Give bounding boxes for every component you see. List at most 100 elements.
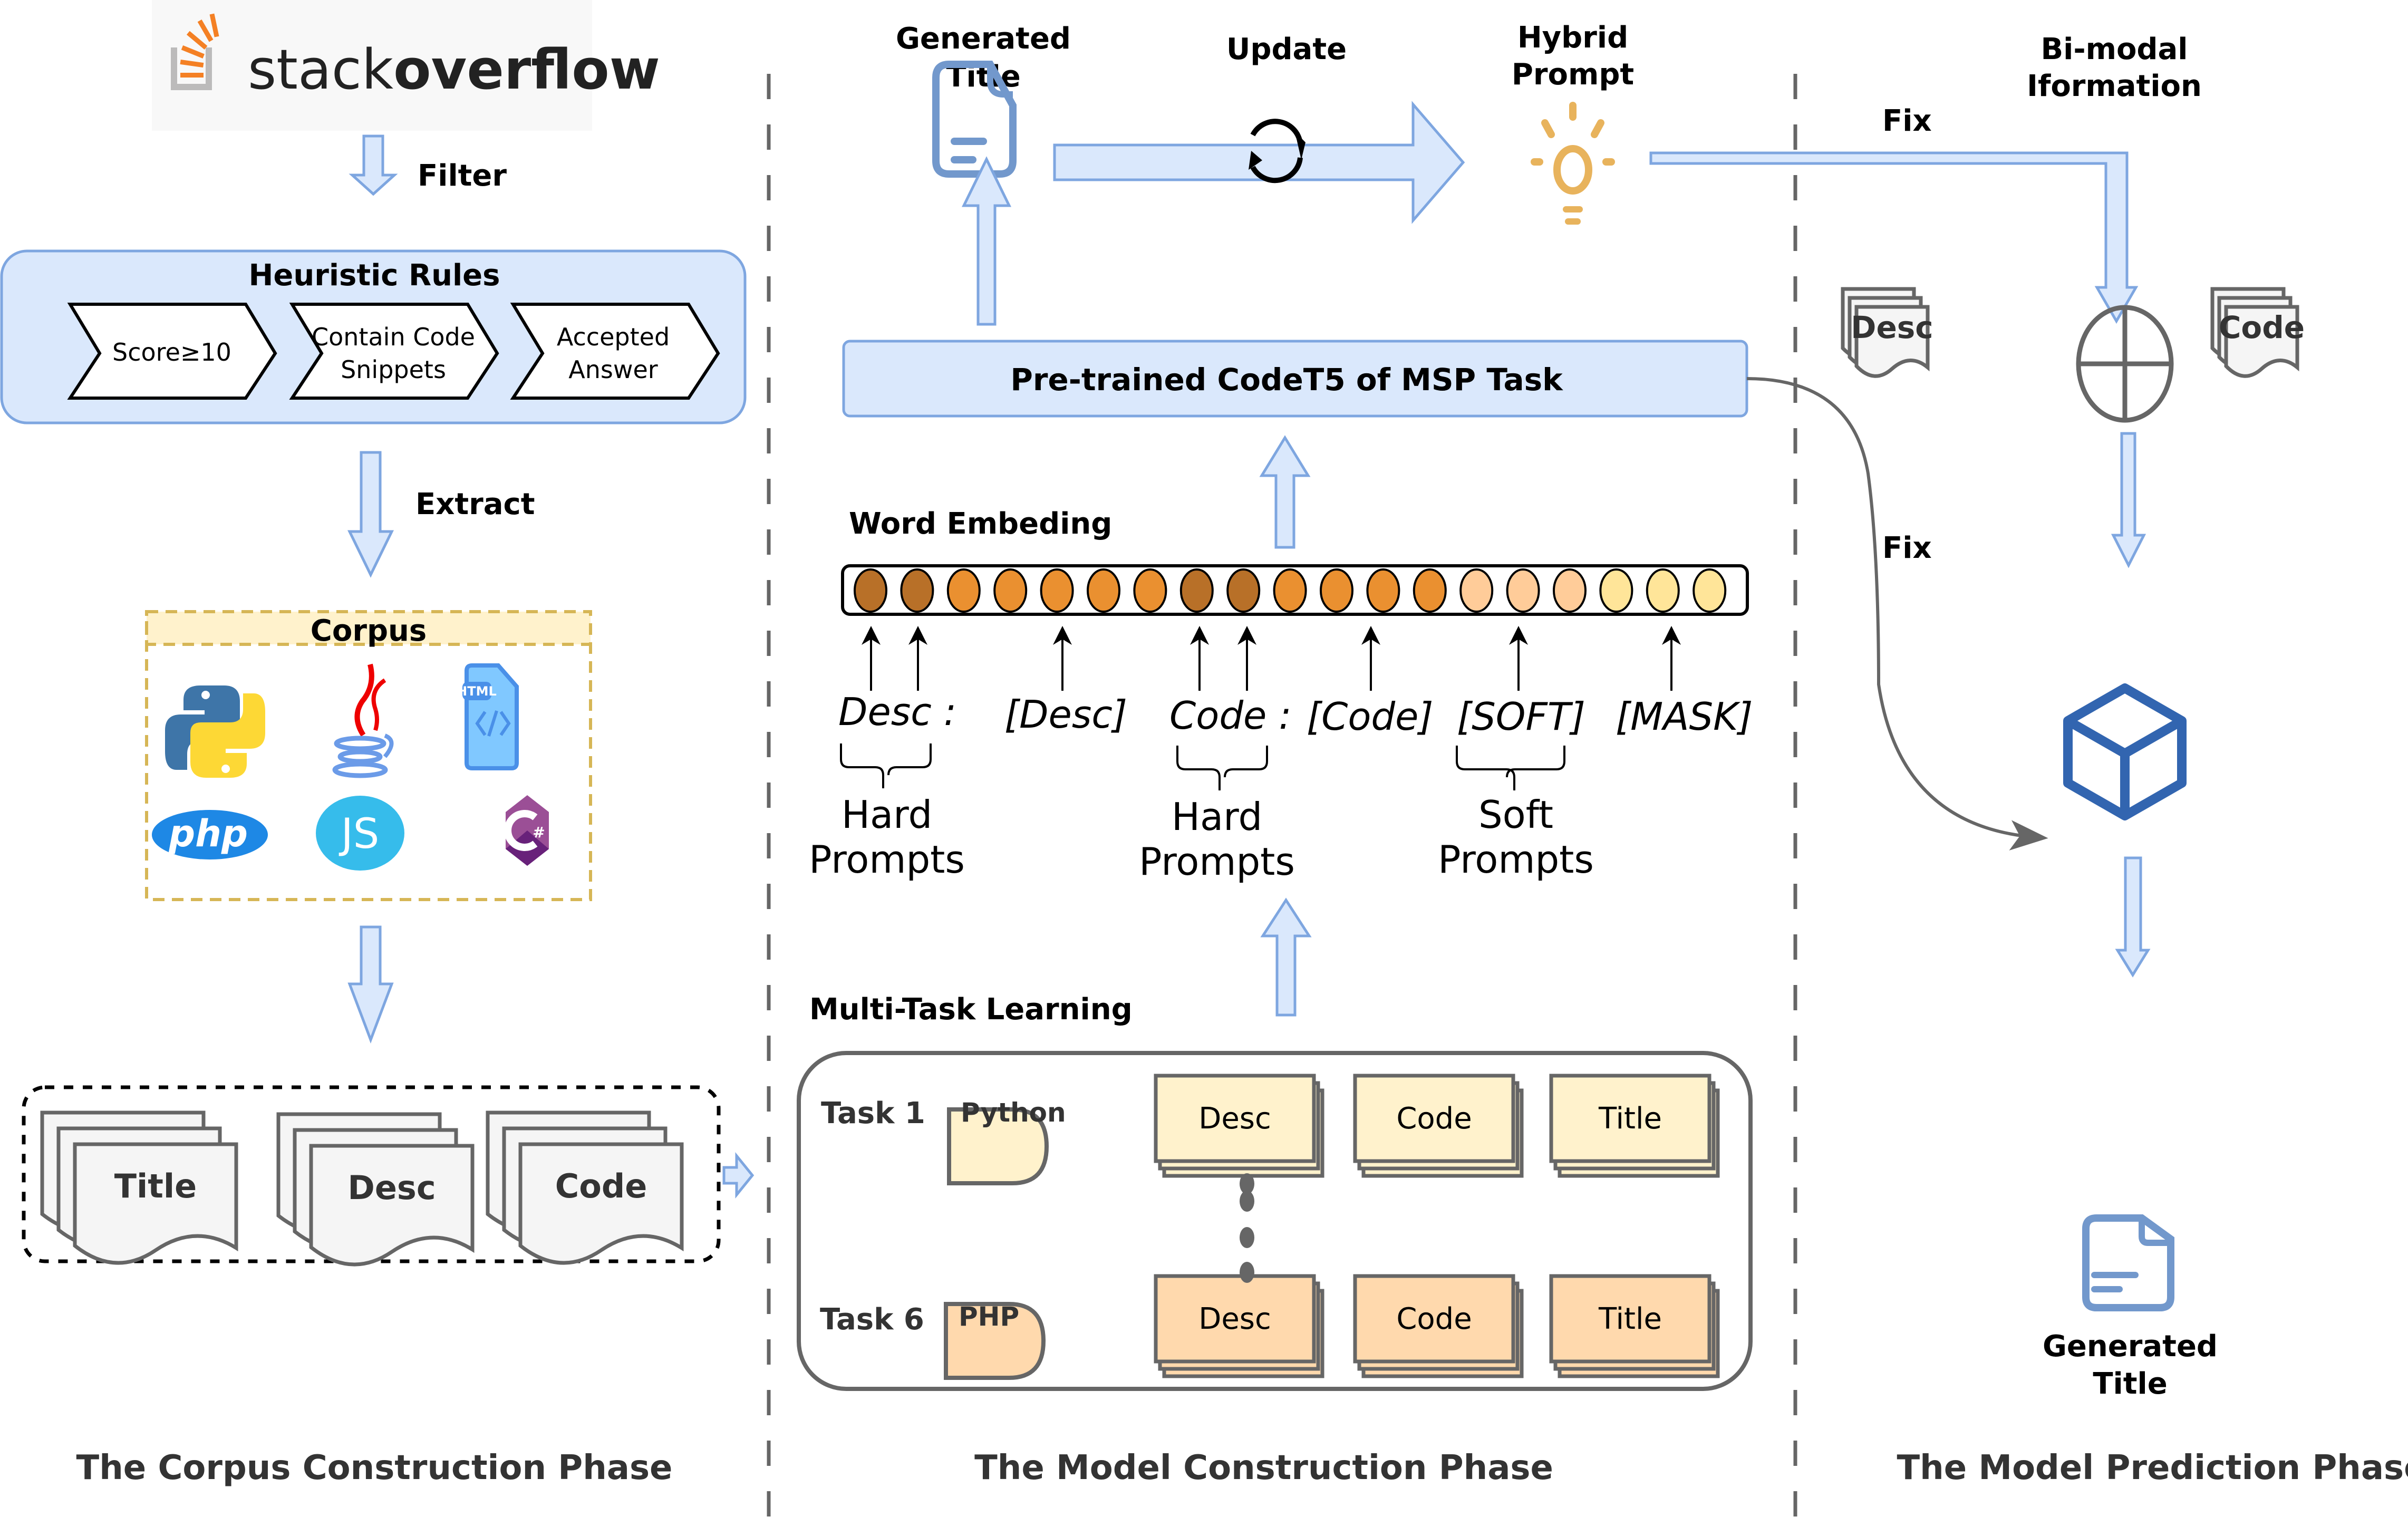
document-sheet	[309, 1144, 475, 1267]
php-icon-text: php	[168, 812, 248, 855]
task-6-card-desc: Desc	[1154, 1274, 1324, 1378]
javascript-logo-icon: JS	[316, 796, 404, 871]
prediction-doc-desc-label: Desc	[1851, 310, 1933, 345]
corpus-phase-caption: The Corpus Construction Phase	[76, 1448, 673, 1487]
card-label: Title	[1598, 1302, 1662, 1336]
fusion-arrow	[1649, 151, 2139, 324]
prediction-docs: Desc Code	[1841, 287, 2305, 378]
fusion-plus-icon	[2076, 305, 2174, 423]
corpus-doc-title-label: Title	[114, 1167, 197, 1205]
to-multitask-arrow	[722, 1152, 755, 1199]
bimodal-label-line2: Iformation	[2027, 69, 2202, 103]
hybrid-prompt-label-line2: Prompt	[1512, 57, 1634, 92]
group-hard-2-line2: Prompts	[1139, 839, 1295, 884]
embedding-cell	[854, 568, 887, 613]
word-embedding-title: Word Embeding	[849, 507, 1112, 541]
task-1-card-title: Title	[1549, 1074, 1720, 1178]
hybrid-prompt-label-line1: Hybrid	[1517, 21, 1628, 55]
logo-text-light: stack	[248, 37, 393, 102]
card-sheet	[1154, 1274, 1316, 1364]
prediction-phase-caption: The Model Prediction Phase	[1897, 1448, 2408, 1487]
rule-2-label-line1: Contain Code	[312, 323, 475, 351]
rule-3-label-line1: Accepted	[557, 323, 670, 351]
card-sheet	[1353, 1274, 1515, 1364]
generated-title-doc-icon	[932, 61, 1017, 178]
fix-label-top: Fix	[1882, 104, 1932, 138]
brace-hard-2	[1176, 746, 1268, 790]
card-sheet	[1549, 1074, 1711, 1163]
filter-label: Filter	[418, 159, 507, 193]
embedding-cell	[1413, 568, 1447, 613]
document-sheet	[518, 1142, 684, 1265]
rule-1-label: Score≥10	[112, 338, 231, 366]
fusion-to-cube-arrow	[2111, 432, 2146, 568]
corpus-doc-code: Code	[486, 1110, 684, 1265]
card-label: Desc	[1198, 1302, 1271, 1336]
token-desc-hard: Desc :	[838, 690, 956, 734]
prediction-generated-title-doc-icon	[2082, 1214, 2174, 1311]
embedding-cell	[1553, 568, 1587, 613]
card-label: Code	[1396, 1302, 1472, 1336]
js-icon-text: JS	[339, 810, 380, 858]
token-code-hard: Code :	[1169, 693, 1291, 738]
group-hard-1-line2: Prompts	[809, 837, 965, 882]
csharp-logo-icon: #	[504, 795, 549, 866]
html-icon-text: HTML	[457, 684, 497, 699]
prediction-generated-title-line2: Title	[2093, 1367, 2167, 1401]
html-file-icon: HTML	[457, 663, 519, 770]
embedding-cell	[946, 568, 981, 613]
card-sheet	[1353, 1074, 1515, 1163]
embedding-cell	[1320, 568, 1353, 613]
rule-chevron-1	[67, 303, 277, 400]
embedding-cell	[1459, 568, 1494, 613]
brace-hard-1	[840, 743, 932, 788]
embedding-cell	[993, 568, 1028, 613]
multitask-to-embedding-arrow	[1260, 897, 1312, 1017]
python-logo-icon	[165, 685, 265, 778]
card-label: Title	[1598, 1102, 1662, 1136]
stackoverflow-icon	[171, 13, 219, 90]
corpus-down-arrow	[347, 925, 394, 1044]
group-hard-1-line1: Hard	[842, 793, 932, 837]
task-1-card-desc: Desc	[1154, 1074, 1324, 1178]
embedding-cell	[1506, 568, 1540, 613]
task-1-label: Task 1	[821, 1096, 925, 1131]
task-1-language: Python	[961, 1097, 1066, 1128]
prediction-doc-code: Code	[2210, 287, 2305, 378]
rule-3-label-line2: Answer	[568, 355, 658, 384]
embedding-cell	[1133, 568, 1167, 613]
rule-chevron-2	[289, 303, 499, 400]
embedding-to-codet5-arrow	[1259, 435, 1311, 549]
token-soft: [SOFT]	[1457, 694, 1585, 739]
model-cube-icon	[2063, 683, 2187, 820]
embedding-cell	[1179, 568, 1214, 613]
heuristic-rules-title: Heuristic Rules	[248, 258, 500, 293]
group-soft-line2: Prompts	[1438, 837, 1594, 882]
refresh-cycle-icon	[1249, 119, 1305, 183]
stackoverflow-logo: stackoverflow	[152, 0, 660, 131]
prediction-generated-title-line1: Generated	[2043, 1329, 2218, 1364]
rule-2-label-line2: Snippets	[341, 355, 446, 384]
codet5-to-title-arrow	[961, 156, 1012, 326]
document-sheet	[2224, 305, 2299, 378]
codet5-label: Pre-trained CodeT5 of MSP Task	[1010, 362, 1563, 398]
codet5-to-cube-curve	[1746, 377, 2048, 851]
task-6-card-code: Code	[1353, 1274, 1524, 1378]
task-6-label: Task 6	[820, 1302, 924, 1337]
corpus-box: Corpus HTML php	[145, 610, 592, 901]
task-1-language-tag	[947, 1107, 1049, 1185]
prediction-doc-desc: Desc	[1841, 287, 1933, 378]
corpus-title: Corpus	[311, 614, 427, 648]
csharp-icon-text: #	[533, 824, 545, 841]
group-hard-2-line1: Hard	[1172, 795, 1262, 839]
logo-text-bold: overflow	[393, 37, 660, 102]
cube-to-title-arrow	[2115, 856, 2151, 978]
embedding-cell	[1273, 568, 1307, 613]
corpus-doc-title: Title	[40, 1110, 238, 1265]
multitask-title: Multi-Task Learning	[809, 992, 1133, 1027]
document-sheet	[73, 1142, 238, 1265]
task-1-card-code: Code	[1353, 1074, 1524, 1178]
